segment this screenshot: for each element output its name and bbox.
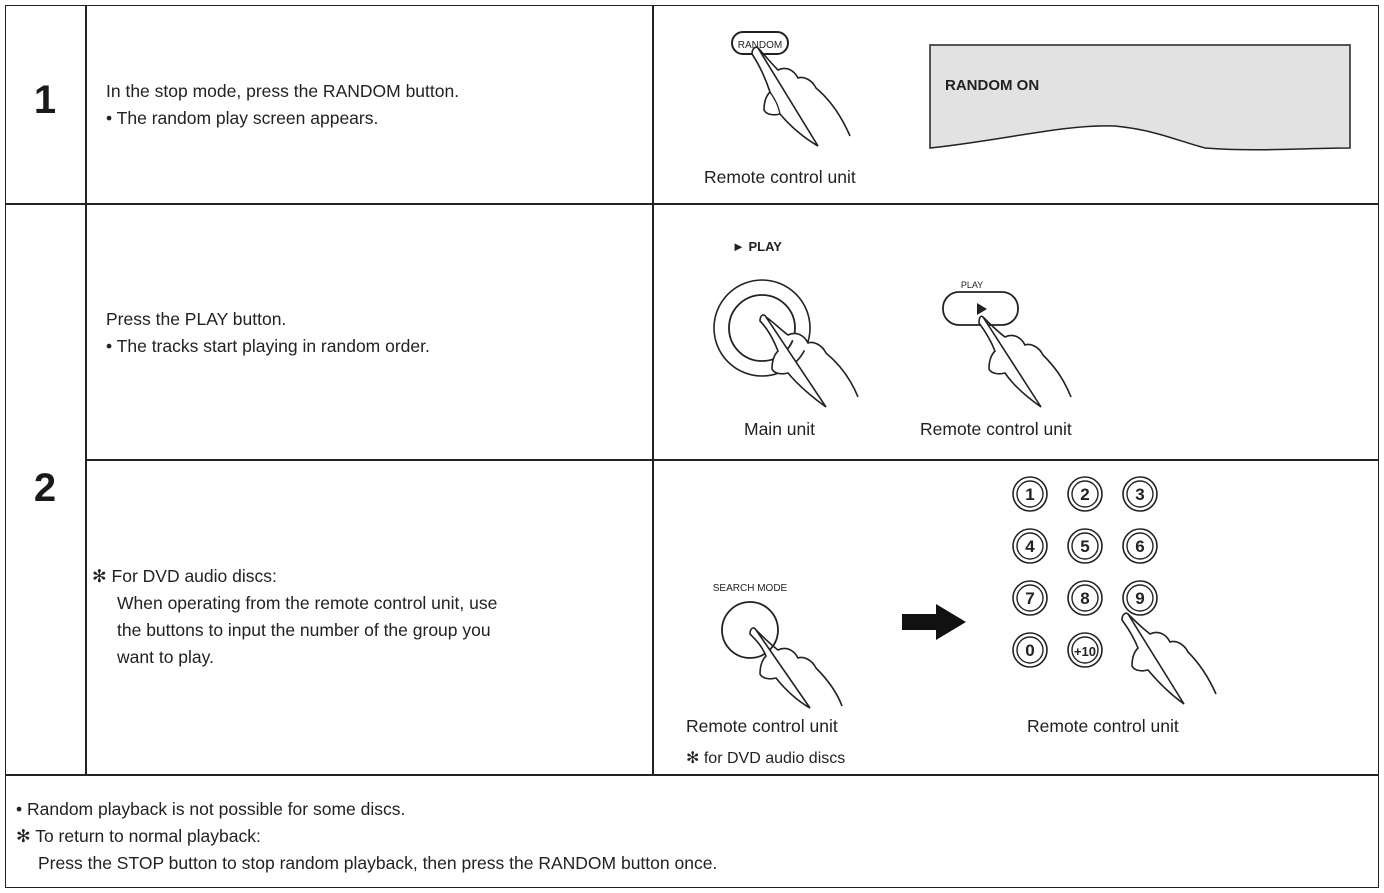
svg-text:1: 1 [1025,485,1034,504]
caption-remote-unit: Remote control unit [920,419,1072,439]
svg-text:8: 8 [1080,589,1089,608]
step1-instruction: In the stop mode, press the RANDOM butto… [106,78,459,132]
svg-text:+10: +10 [1074,644,1096,659]
svg-text:6: 6 [1135,537,1144,556]
caption-remote-keypad: Remote control unit [1027,716,1179,736]
svg-text:3: 3 [1135,485,1144,504]
keypad-key-2: 2 [1067,476,1103,512]
step1-bullet: • The random play screen appears. [106,108,379,128]
col-divider-1 [85,5,87,775]
keypad-key-4: 4 [1012,528,1048,564]
row-divider-1 [5,203,1379,205]
step-number-1: 1 [33,78,57,122]
step2a-instruction-text: Press the PLAY button. [106,309,287,329]
step2a-instruction: Press the PLAY button. • The tracks star… [106,306,430,360]
keypad-key-1: 1 [1012,476,1048,512]
caption-main-unit: Main unit [744,419,816,439]
keypad-key-9: 9 [1122,580,1158,616]
col-divider-2 [652,5,654,775]
pointing-hand-icon [751,46,851,147]
row-divider-3 [5,774,1379,776]
main-unit-play-button-illustration: ► PLAY [713,239,859,408]
dvd-note-line2: the buttons to input the number of the g… [117,620,491,640]
step1-instruction-text: In the stop mode, press the RANDOM butto… [106,81,460,101]
pointing-hand-icon [978,315,1072,408]
step-number-2: 2 [33,466,57,510]
caption-dvd-audio: ✻ for DVD audio discs [686,750,846,767]
pointing-hand-icon [749,627,843,709]
caption-remote-search: Remote control unit [686,716,838,736]
footer-line1: • Random playback is not possible for so… [16,799,406,819]
search-mode-button-illustration: SEARCH MODE [713,583,843,709]
step2a-bullet: • The tracks start playing in random ord… [106,336,430,356]
keypad-key-5: 5 [1067,528,1103,564]
keypad-key-7: 7 [1012,580,1048,616]
footer-line2: ✻ To return to normal playback: [16,826,261,846]
pointing-hand-icon [1121,612,1217,705]
random-button-label: RANDOM [738,40,782,51]
play-triangle-icon [977,303,987,315]
dvd-note-line3: want to play. [117,647,214,667]
random-on-display-screen: RANDOM ON [929,44,1351,151]
step1-caption: Remote control unit [704,167,856,187]
pointing-hand-icon [759,314,859,408]
footer-notes: • Random playback is not possible for so… [16,796,717,877]
numeric-keypad-illustration: 1 2 3 4 5 6 7 8 9 0 +10 [1012,476,1217,705]
svg-text:5: 5 [1080,537,1089,556]
screen-text: RANDOM ON [945,77,1039,94]
dvd-note-line1: When operating from the remote control u… [117,593,498,613]
random-button-press-illustration: RANDOM [731,31,851,147]
keypad-key-3: 3 [1122,476,1158,512]
svg-text:2: 2 [1080,485,1089,504]
svg-text:9: 9 [1135,589,1144,608]
remote-play-label: PLAY [961,280,983,290]
svg-text:0: 0 [1025,641,1034,660]
right-arrow-icon [902,604,966,640]
search-mode-label: SEARCH MODE [713,583,788,594]
svg-text:4: 4 [1025,537,1035,556]
keypad-key-8: 8 [1067,580,1103,616]
instruction-table [5,5,1379,888]
keypad-key-0: 0 [1012,632,1048,668]
step2b-note: ✻ For DVD audio discs: When operating fr… [92,563,497,671]
footer-line3: Press the STOP button to stop random pla… [38,853,718,873]
keypad-key-plus10: +10 [1067,632,1103,668]
row-divider-2 [85,459,1379,461]
dvd-note-head: ✻ For DVD audio discs: [92,566,277,586]
remote-play-button-illustration: PLAY [942,280,1072,408]
main-play-label: ► PLAY [732,239,782,254]
svg-text:7: 7 [1025,589,1034,608]
keypad-key-6: 6 [1122,528,1158,564]
